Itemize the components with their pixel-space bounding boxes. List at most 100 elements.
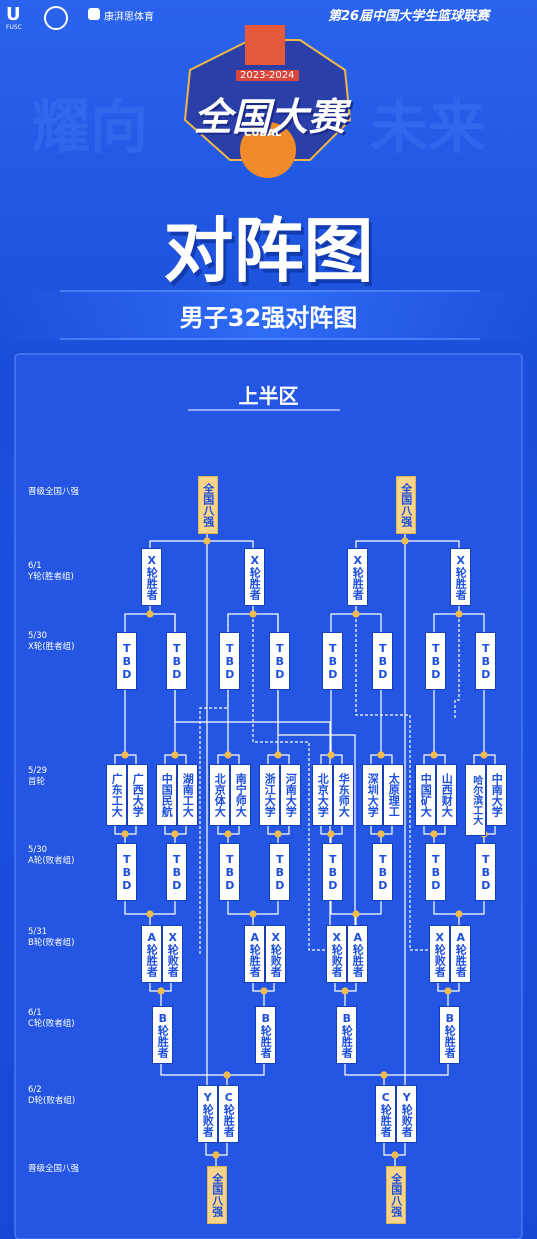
season-badge: 2023-2024	[236, 70, 299, 81]
bracket-node	[203, 537, 211, 545]
logo-main-text: 全国大赛	[193, 95, 346, 139]
round-b-name: B轮(败者组)	[28, 938, 75, 948]
match-box-c-winner: C轮胜者	[218, 1085, 239, 1143]
bracket-node	[455, 910, 463, 918]
match-box-tbd: TBD	[372, 843, 393, 901]
team-box: 南宁师大	[230, 764, 251, 826]
bracket-node	[377, 751, 385, 759]
team-box: 中国民航	[156, 764, 177, 826]
logo-sub-text: CUBAL	[244, 128, 282, 139]
sponsor-icon	[88, 8, 100, 20]
connector-line	[454, 614, 460, 720]
round-d-name: D轮(败者组)	[28, 1096, 76, 1106]
match-box-x-winner: X轮胜者	[450, 548, 471, 606]
logo-basketball	[240, 122, 296, 178]
bracket-node	[224, 751, 232, 759]
match-box-tbd: TBD	[425, 843, 446, 901]
team-box: 哈尔滨工大	[465, 764, 486, 836]
bg-slogan-left: 耀向	[32, 93, 149, 161]
match-box-a-winner: A轮胜者	[141, 925, 162, 983]
bracket-node	[380, 1071, 388, 1079]
match-box-b-winner: B轮胜者	[336, 1006, 357, 1064]
org-short: FUSC	[6, 24, 22, 31]
round-x-date: 5/30	[28, 631, 48, 641]
match-box-b-winner: B轮胜者	[255, 1006, 276, 1064]
round-a-name: A轮(败者组)	[28, 856, 75, 866]
team-box: 太原理工	[383, 764, 404, 826]
match-box-tbd: TBD	[219, 632, 240, 690]
page-subtitle: 男子32强对阵图	[179, 304, 358, 332]
bracket-node	[146, 610, 154, 618]
round-c-name: C轮(败者组)	[28, 1019, 75, 1029]
match-box-x-winner: X轮胜者	[141, 548, 162, 606]
match-box-tbd: TBD	[269, 843, 290, 901]
match-box-x-winner: X轮胜者	[244, 548, 265, 606]
sponsor-name: 康湃思体育	[104, 12, 154, 23]
bracket-node	[146, 910, 154, 918]
match-box-tbd: TBD	[219, 843, 240, 901]
bracket-node	[430, 830, 438, 838]
league-title: 第26届中国大学生篮球联赛	[328, 9, 490, 24]
team-box: 中南大学	[486, 764, 507, 826]
team-box: 广东工大	[106, 764, 127, 826]
bracket-node	[121, 830, 129, 838]
bracket-node	[249, 910, 257, 918]
page-title: 对阵图	[163, 210, 374, 292]
logo-tower	[245, 25, 285, 65]
match-box-x-loser: X轮败者	[429, 925, 450, 983]
match-box-a-winner: A轮胜者	[450, 925, 471, 983]
match-box-tbd: TBD	[475, 843, 496, 901]
match-box-tbd: TBD	[322, 632, 343, 690]
team-box: 华东师大	[333, 764, 354, 826]
bracket-node	[480, 751, 488, 759]
fusc-logo: U	[6, 4, 21, 25]
match-box-x-winner: X轮胜者	[347, 548, 368, 606]
match-box-tbd: TBD	[425, 632, 446, 690]
final8-box: 全国八强	[396, 476, 416, 534]
bracket-node	[121, 751, 129, 759]
team-box: 深圳大学	[362, 764, 383, 826]
bracket-node	[455, 610, 463, 618]
match-box-x-loser: X轮败者	[326, 925, 347, 983]
match-box-tbd: TBD	[116, 843, 137, 901]
team-box: 湖南工大	[177, 764, 198, 826]
round-x-name: X轮(胜者组)	[28, 642, 75, 652]
match-box-tbd: TBD	[166, 843, 187, 901]
bracket-node	[249, 610, 257, 618]
match-box-a-winner: A轮胜者	[347, 925, 368, 983]
match-box-y-loser: Y轮败者	[396, 1085, 417, 1143]
round-a-date: 5/30	[28, 845, 48, 855]
bracket-node	[377, 830, 385, 838]
match-box-tbd: TBD	[166, 632, 187, 690]
partner-logo-icon	[44, 6, 68, 30]
round-label-final8-top: 晋级全国八强	[28, 487, 80, 497]
bracket-node	[224, 830, 232, 838]
bracket-node	[352, 910, 360, 918]
match-box-tbd: TBD	[269, 632, 290, 690]
bracket-node	[391, 1151, 399, 1159]
team-box: 北京体大	[209, 764, 230, 826]
round-r1-date: 5/29	[28, 766, 48, 776]
round-y-date: 6/1	[28, 561, 42, 571]
bracket-node	[444, 987, 452, 995]
bracket-node	[341, 987, 349, 995]
final8-box: 全国八强	[386, 1166, 406, 1224]
match-box-tbd: TBD	[372, 632, 393, 690]
team-box: 河南大学	[280, 764, 301, 826]
team-box: 中国矿大	[415, 764, 436, 826]
bracket-node	[327, 830, 335, 838]
final8-box: 全国八强	[198, 476, 218, 534]
half-label: 上半区	[238, 384, 299, 408]
round-y-name: Y轮(胜者组)	[28, 572, 74, 582]
bracket-node	[327, 751, 335, 759]
round-b-date: 5/31	[28, 927, 48, 937]
bracket-node	[274, 830, 282, 838]
match-box-y-loser: Y轮败者	[197, 1085, 218, 1143]
bracket-node	[274, 751, 282, 759]
final8-box: 全国八强	[207, 1166, 227, 1224]
match-box-x-loser: X轮败者	[162, 925, 183, 983]
bracket-node	[157, 987, 165, 995]
connector-line	[355, 614, 430, 951]
team-box: 北京大学	[312, 764, 333, 826]
